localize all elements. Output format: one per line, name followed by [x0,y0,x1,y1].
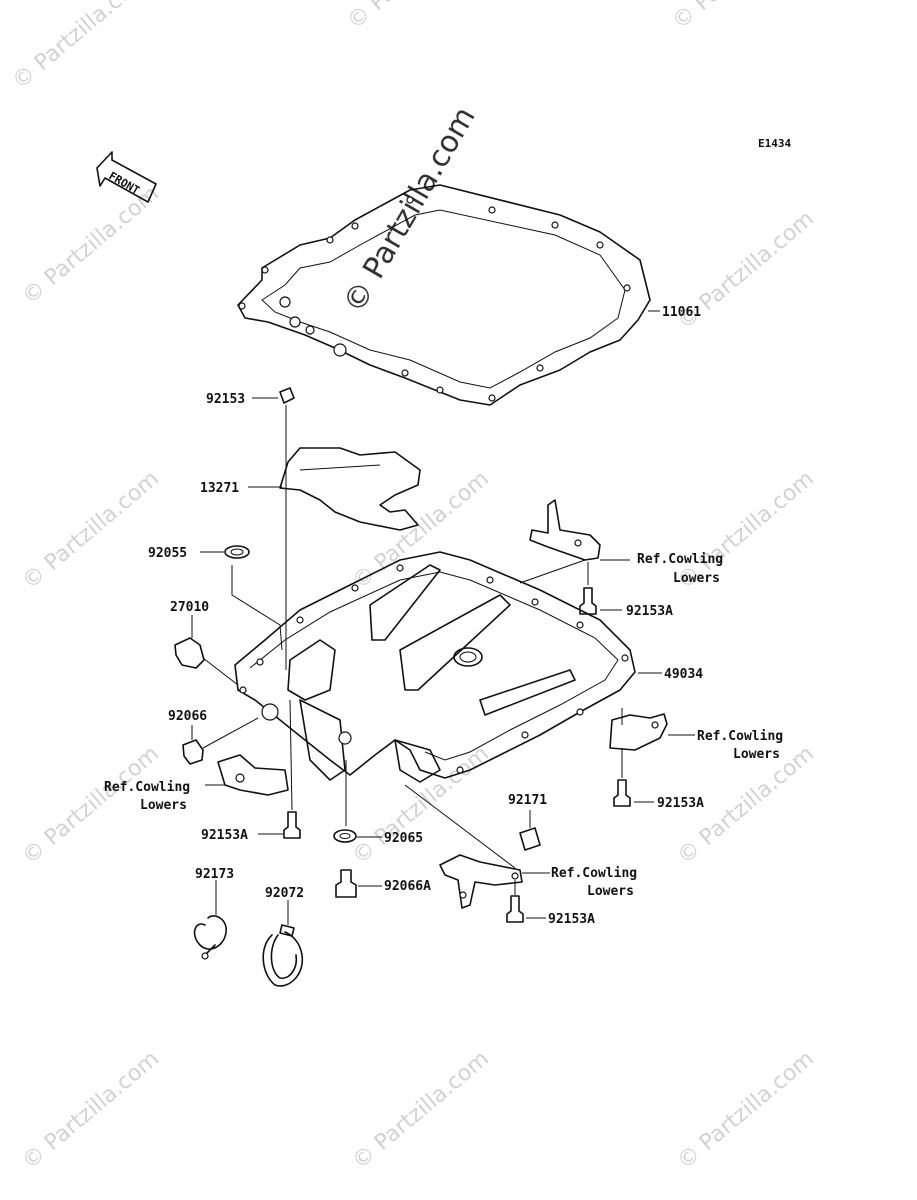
part-number-92153[interactable]: 92153 [206,392,245,407]
part-number-92153a-lower[interactable]: 92153A [548,912,595,927]
watermark: © Partzilla.com [673,1046,819,1174]
oil-pan-gasket [237,184,651,406]
watermark: © Partzilla.com [348,741,494,869]
bolt-92153 [279,387,295,670]
plug-92066 [182,717,259,765]
part-number-92066a[interactable]: 92066A [384,879,431,894]
clip-92171 [519,810,541,851]
part-number-27010[interactable]: 27010 [170,600,209,615]
part-number-92066[interactable]: 92066 [168,709,207,724]
drain-bolt-92066a [335,869,357,898]
ref-cowling-2-line1: Ref.Cowling [697,729,783,744]
oil-pressure-switch-27010 [174,615,239,686]
part-number-92153a-left[interactable]: 92153A [201,828,248,843]
watermark: © Partzilla.com [668,0,814,35]
part-number-92065[interactable]: 92065 [384,831,423,846]
watermark-center: © Partzilla.com [337,101,483,319]
ref-cowling-1-line1: Ref.Cowling [637,552,723,567]
watermark: © Partzilla.com [18,466,164,594]
watermark: © Partzilla.com [348,1046,494,1174]
part-number-49034[interactable]: 49034 [664,667,703,682]
watermark: © Partzilla.com [343,0,489,35]
ref-cowling-3-line2: Lowers [140,798,187,813]
ref-cowling-3-line1: Ref.Cowling [104,780,190,795]
cowling-bracket-mid-right [609,708,695,778]
bolt-92153a-mid-right [613,779,631,807]
part-number-92173[interactable]: 92173 [195,867,234,882]
oil-pan-49034 [234,551,636,783]
band-92072 [262,900,304,987]
watermark: © Partzilla.com [18,1046,164,1174]
bolt-92153a-left [283,811,301,839]
part-number-92072[interactable]: 92072 [265,886,304,901]
part-number-92171[interactable]: 92171 [508,793,547,808]
baffle-plate-13271 [279,447,421,531]
part-number-92153a-upper[interactable]: 92153A [626,604,673,619]
oring-92055 [224,545,283,651]
diagram-code: E1434 [758,137,791,150]
watermark: © Partzilla.com [8,0,154,95]
bolt-92153a-lower [506,895,524,923]
clamp-92173 [193,880,227,960]
ref-cowling-4-line1: Ref.Cowling [551,866,637,881]
ref-cowling-2-line2: Lowers [733,747,780,762]
washer-92065 [333,760,357,843]
part-number-11061[interactable]: 11061 [662,305,701,320]
cowling-bracket-lower [404,784,550,909]
bolt-92153a-upper-right [579,587,597,615]
watermark: © Partzilla.com [18,181,164,309]
cowling-bracket-upper-right [519,499,630,585]
watermark-layer: © Partzilla.com © Partzilla.com © Partzi… [8,0,819,1175]
part-number-92153a-mid[interactable]: 92153A [657,796,704,811]
part-number-13271[interactable]: 13271 [200,481,239,496]
part-number-92055[interactable]: 92055 [148,546,187,561]
ref-cowling-1-line2: Lowers [673,571,720,586]
ref-cowling-4-line2: Lowers [587,884,634,899]
cowling-bracket-left [205,699,293,811]
